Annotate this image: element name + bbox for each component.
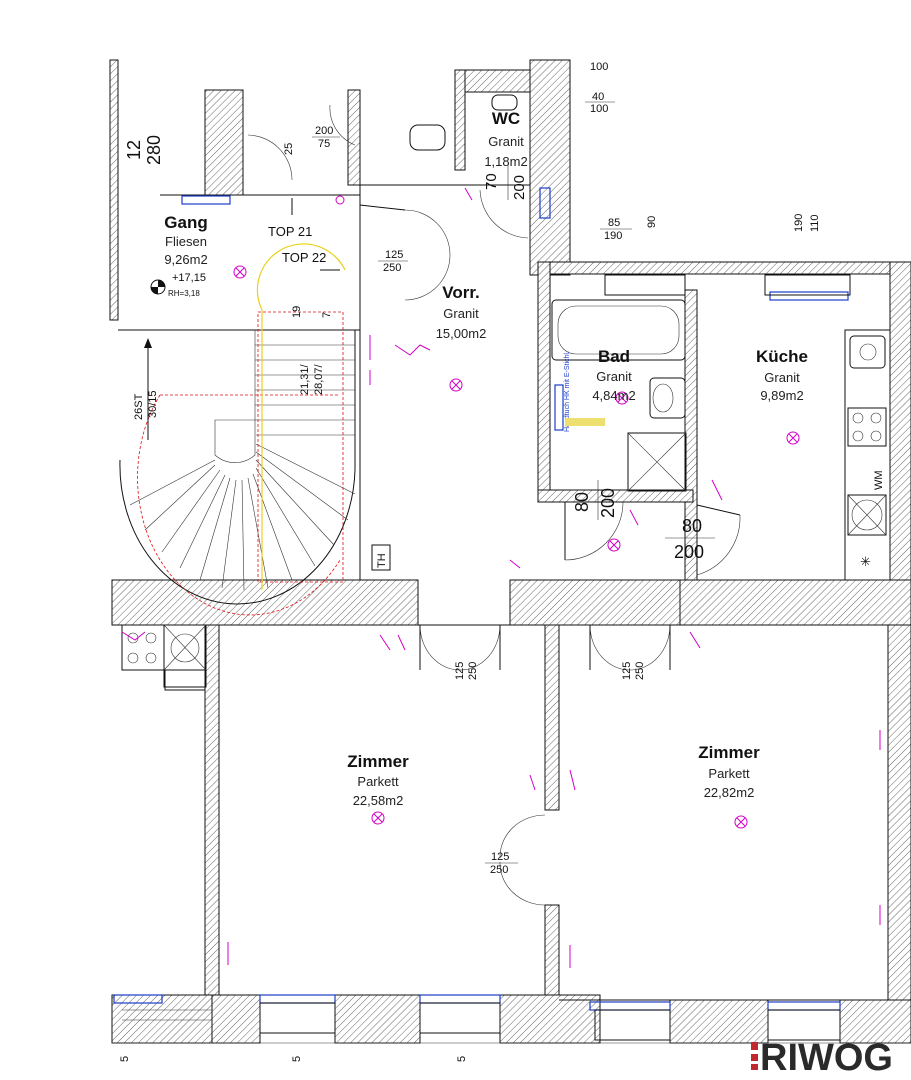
dim-250-z2: 250	[634, 662, 646, 680]
doors	[247, 104, 741, 906]
room-name: WC	[492, 109, 520, 128]
room-area: 9,26m2	[164, 252, 207, 267]
room-material: Parkett	[357, 774, 399, 789]
dim-80-bad: 80	[572, 492, 592, 512]
room-name: Küche	[756, 347, 808, 366]
logo-accent-bar	[751, 1042, 758, 1050]
handtuch-label: Handtuch HK mit E-Stichl.	[564, 351, 571, 432]
room-material: Parkett	[708, 766, 750, 781]
room-bad: Bad Granit 4,84m2	[592, 347, 635, 403]
room-vorr: Vorr. Granit 15,00m2	[436, 283, 487, 341]
staircase: 26ST 30/15 19 7 21,31/ 28,07/	[119, 243, 356, 616]
room-area: 4,84m2	[592, 388, 635, 403]
fixtures: ✳ WM	[121, 94, 891, 688]
dim-200-75-bot: 75	[318, 138, 330, 150]
room-area: 15,00m2	[436, 326, 487, 341]
logo-text: RIWOG	[760, 1037, 893, 1079]
stair-dim-28-07: 28,07/	[313, 363, 325, 395]
windows	[164, 274, 851, 1041]
dim-85: 85	[608, 217, 620, 229]
dim-100-a: 100	[590, 61, 608, 73]
room-gang: Gang Fliesen 9,26m2 +17,15 RH=3,18	[150, 213, 208, 298]
dimensions: 100 40 100 200 75 25 70 200 125 250 85 1…	[119, 61, 821, 1062]
dim-5-c: 5	[456, 1056, 468, 1062]
rh-label: RH=3,18	[168, 289, 200, 298]
wm-label: WM	[873, 470, 885, 490]
dim-250-top: 250	[383, 262, 401, 274]
room-zimmer-right: Zimmer Parkett 22,82m2	[698, 743, 760, 800]
top21-label: TOP 21	[268, 224, 312, 239]
dim-12-left: 12	[124, 140, 144, 160]
room-material: Granit	[488, 134, 524, 149]
room-material: Fliesen	[165, 234, 207, 249]
room-name: Bad	[598, 347, 630, 366]
dim-200-wc: 200	[511, 175, 528, 200]
dim-280-left: 280	[144, 135, 164, 165]
room-kueche: Küche Granit 9,89m2	[756, 347, 808, 403]
electrical-symbols	[121, 187, 881, 968]
room-material: Granit	[443, 306, 479, 321]
dim-200-kueche: 200	[674, 542, 704, 562]
dim-5-b: 5	[291, 1056, 303, 1062]
height-label: +17,15	[172, 272, 206, 284]
dim-250-z1: 250	[467, 662, 479, 680]
room-area: 1,18m2	[484, 154, 527, 169]
kitchen-star-icon: ✳	[860, 554, 871, 569]
room-area: 22,58m2	[353, 793, 404, 808]
room-area: 9,89m2	[760, 388, 803, 403]
dim-125-top: 125	[385, 249, 403, 261]
top22-label: TOP 22	[282, 250, 326, 265]
dim-40: 40	[592, 91, 604, 103]
room-zimmer-left: Zimmer Parkett 22,58m2	[347, 752, 409, 808]
room-name: Vorr.	[442, 283, 479, 302]
dim-190: 190	[604, 230, 622, 242]
dim-125-mid: 125	[491, 851, 509, 863]
stairs-label: 26ST	[133, 393, 145, 420]
inner-lines	[112, 184, 911, 1044]
riwog-logo: RIWOG	[751, 1037, 893, 1079]
room-material: Granit	[764, 370, 800, 385]
dim-5-a: 5	[119, 1056, 131, 1062]
walls	[109, 59, 911, 1044]
dim-90: 90	[646, 216, 658, 228]
dim-80-kueche: 80	[682, 516, 702, 536]
room-name: Zimmer	[347, 752, 409, 771]
dim-25: 25	[283, 143, 295, 155]
dim-200-bad: 200	[598, 488, 618, 518]
stair-dim-7: 7	[321, 312, 333, 318]
room-area: 22,82m2	[704, 785, 755, 800]
th-label: TH	[376, 553, 388, 568]
stair-dim-21-31: 21,31/	[299, 363, 311, 395]
dim-200-75-top: 200	[315, 125, 333, 137]
room-material: Granit	[596, 369, 632, 384]
room-wc: WC Granit 1,18m2	[484, 109, 527, 169]
dim-100-b: 100	[590, 103, 608, 115]
dim-125-z1: 125	[454, 662, 466, 680]
dim-125-z2: 125	[621, 662, 633, 680]
room-name: Gang	[164, 213, 207, 232]
dim-250-mid: 250	[490, 864, 508, 876]
stairs-dim-label: 30/15	[147, 390, 159, 418]
stair-dim-19: 19	[291, 306, 303, 318]
dim-70: 70	[483, 173, 500, 190]
room-name: Zimmer	[698, 743, 760, 762]
dim-190-b: 190	[793, 214, 805, 232]
dim-110: 110	[809, 214, 821, 232]
